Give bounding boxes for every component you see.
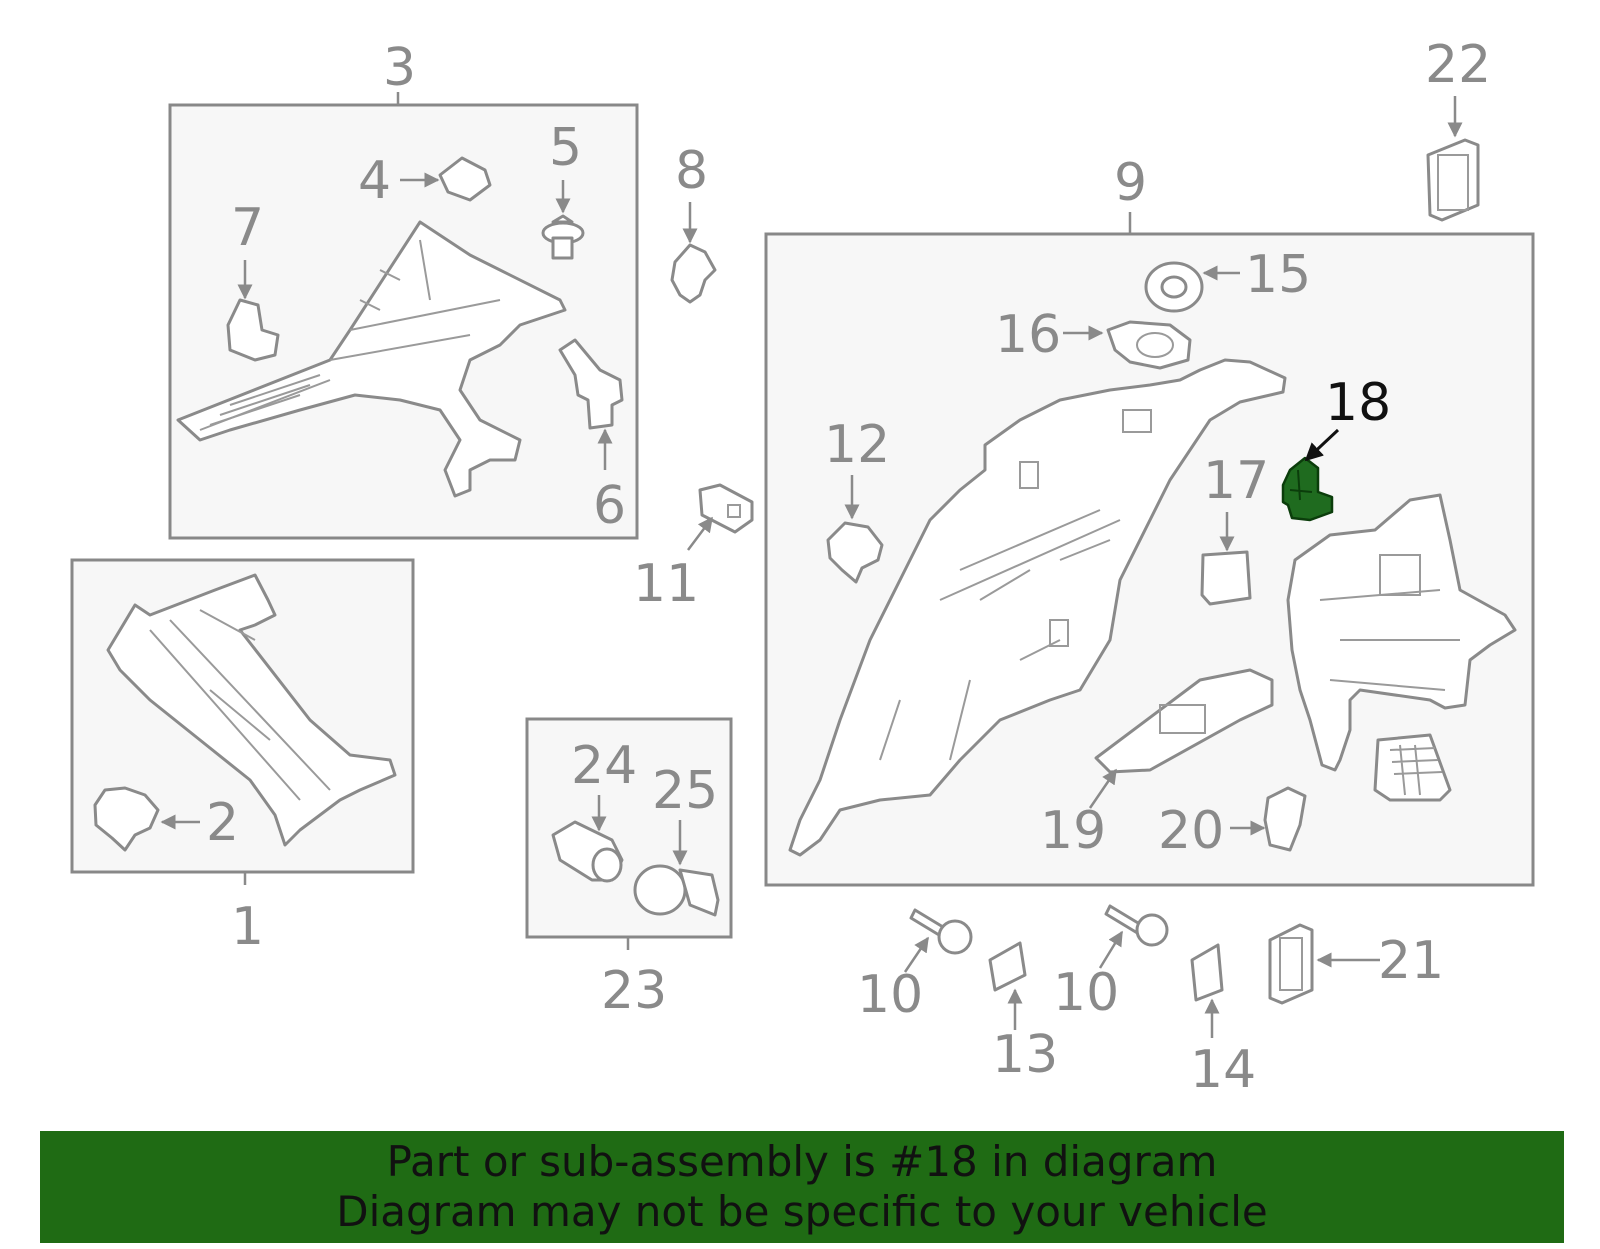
callout-15: 15: [1245, 245, 1311, 305]
callout-22: 22: [1425, 35, 1491, 95]
callout-9: 9: [1114, 153, 1147, 213]
leader-lines: [160, 96, 1463, 1038]
callout-6: 6: [593, 476, 626, 536]
part-19-trim-strip: [1094, 668, 1274, 774]
callout-8: 8: [675, 141, 708, 201]
part-10-screw-b: [1104, 904, 1169, 947]
part-1-frame-rail: [106, 573, 397, 847]
callout-19: 19: [1040, 801, 1106, 861]
callout-5: 5: [549, 118, 582, 178]
callout-2: 2: [206, 793, 239, 853]
part-10-screw-a: [909, 908, 973, 955]
callout-20: 20: [1158, 801, 1224, 861]
part-8-clip: [670, 243, 717, 304]
callout-21: 21: [1378, 931, 1444, 991]
callout-4: 4: [358, 151, 391, 211]
part-20-clip: [1263, 786, 1307, 852]
part-14-pad: [1190, 943, 1224, 1002]
callout-1: 1: [231, 897, 264, 957]
callout-11: 11: [633, 554, 699, 614]
part-7-bracket: [226, 298, 280, 362]
part-2-plug: [93, 786, 160, 852]
part-5-push-pin: [541, 214, 585, 260]
callout-10-right: 10: [1053, 963, 1119, 1023]
callout-17: 17: [1203, 451, 1269, 511]
callout-3: 3: [383, 38, 416, 98]
part-vent-grille: [1373, 733, 1452, 802]
part-22-cover: [1426, 138, 1480, 222]
part-25-socket-cover: [633, 864, 720, 917]
callout-14: 14: [1190, 1040, 1256, 1100]
part-3-wheelhouse-panel: [176, 220, 567, 498]
callout-7: 7: [231, 198, 264, 258]
part-6-bracket: [558, 338, 624, 430]
banner-line-1: Part or sub-assembly is #18 in diagram: [386, 1137, 1218, 1186]
callout-24: 24: [571, 736, 637, 796]
part-17-cover: [1200, 550, 1252, 606]
part-21-cover: [1268, 923, 1314, 1005]
callout-18: 18: [1325, 373, 1391, 433]
part-12-plug: [826, 521, 884, 584]
callout-25: 25: [652, 761, 718, 821]
callout-12: 12: [824, 415, 890, 475]
part-side-trim-panel: [1286, 493, 1517, 772]
info-banner: Part or sub-assembly is #18 in diagram D…: [40, 1131, 1564, 1243]
part-16-speaker-bracket: [1106, 320, 1192, 370]
part-11-clip: [698, 483, 754, 534]
part-18-bracket-highlighted: [1281, 456, 1334, 522]
part-24-socket: [551, 820, 624, 883]
part-13-pad: [988, 941, 1027, 992]
part-15-grommet: [1144, 261, 1204, 313]
callout-23: 23: [601, 961, 667, 1021]
banner-line-2: Diagram may not be specific to your vehi…: [336, 1187, 1268, 1236]
callout-labels: 3 4 5 6 7 8 11 1 2 9 12 15 16 17 18 19 2…: [206, 35, 1491, 1100]
part-9-quarter-trim-panel: [788, 358, 1287, 857]
callout-13: 13: [992, 1025, 1058, 1085]
callout-16: 16: [995, 305, 1061, 365]
part-4-clip: [438, 156, 492, 202]
callout-10-left: 10: [857, 965, 923, 1025]
